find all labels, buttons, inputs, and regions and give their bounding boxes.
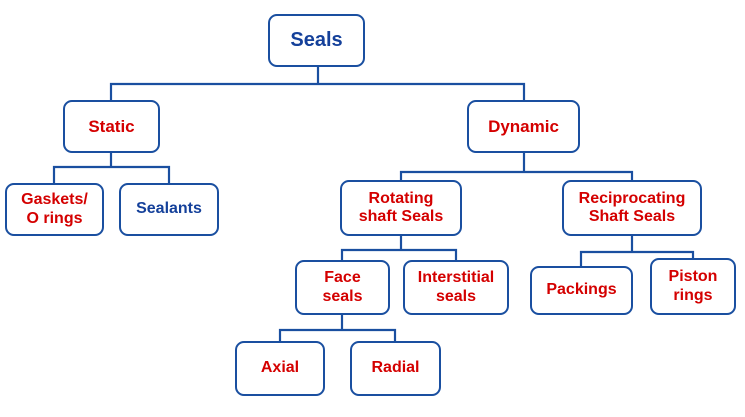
node-sealants[interactable]: Sealants <box>119 183 219 236</box>
node-gaskets-o-rings[interactable]: Gaskets/ O rings <box>5 183 104 236</box>
node-piston-rings-label: Piston rings <box>668 268 718 304</box>
node-axial[interactable]: Axial <box>235 341 325 396</box>
node-reciprocating-shaft-seals[interactable]: Reciprocating Shaft Seals <box>562 180 702 236</box>
connector-path <box>399 151 634 182</box>
node-axial-label: Axial <box>260 359 300 377</box>
node-rotating-shaft-seals[interactable]: Rotating shaft Seals <box>340 180 462 236</box>
connector-path <box>278 313 397 343</box>
node-static[interactable]: Static <box>63 100 160 153</box>
connector-path <box>52 151 171 185</box>
node-rotating-shaft-seals-label: Rotating shaft Seals <box>358 189 444 225</box>
node-radial[interactable]: Radial <box>350 341 441 396</box>
node-reciprocating-shaft-seals-label: Reciprocating Shaft Seals <box>578 189 686 225</box>
node-gaskets-o-rings-label: Gaskets/ O rings <box>21 191 88 227</box>
node-radial-label: Radial <box>371 359 420 377</box>
node-face-seals-label: Face seals <box>322 269 363 305</box>
node-dynamic-label: Dynamic <box>488 116 559 136</box>
connector-path <box>109 65 526 102</box>
node-sealants-label: Sealants <box>136 200 202 218</box>
node-piston-rings[interactable]: Piston rings <box>650 258 736 315</box>
node-interstitial-seals-label: Interstitial seals <box>417 269 495 305</box>
connector-path <box>340 234 458 262</box>
node-static-label: Static <box>88 116 135 136</box>
node-seals[interactable]: Seals <box>268 14 365 67</box>
node-face-seals[interactable]: Face seals <box>295 260 390 315</box>
node-seals-label: Seals <box>290 29 343 51</box>
node-packings[interactable]: Packings <box>530 266 633 315</box>
node-packings-label: Packings <box>546 281 617 299</box>
node-dynamic[interactable]: Dynamic <box>467 100 580 153</box>
node-interstitial-seals[interactable]: Interstitial seals <box>403 260 509 315</box>
